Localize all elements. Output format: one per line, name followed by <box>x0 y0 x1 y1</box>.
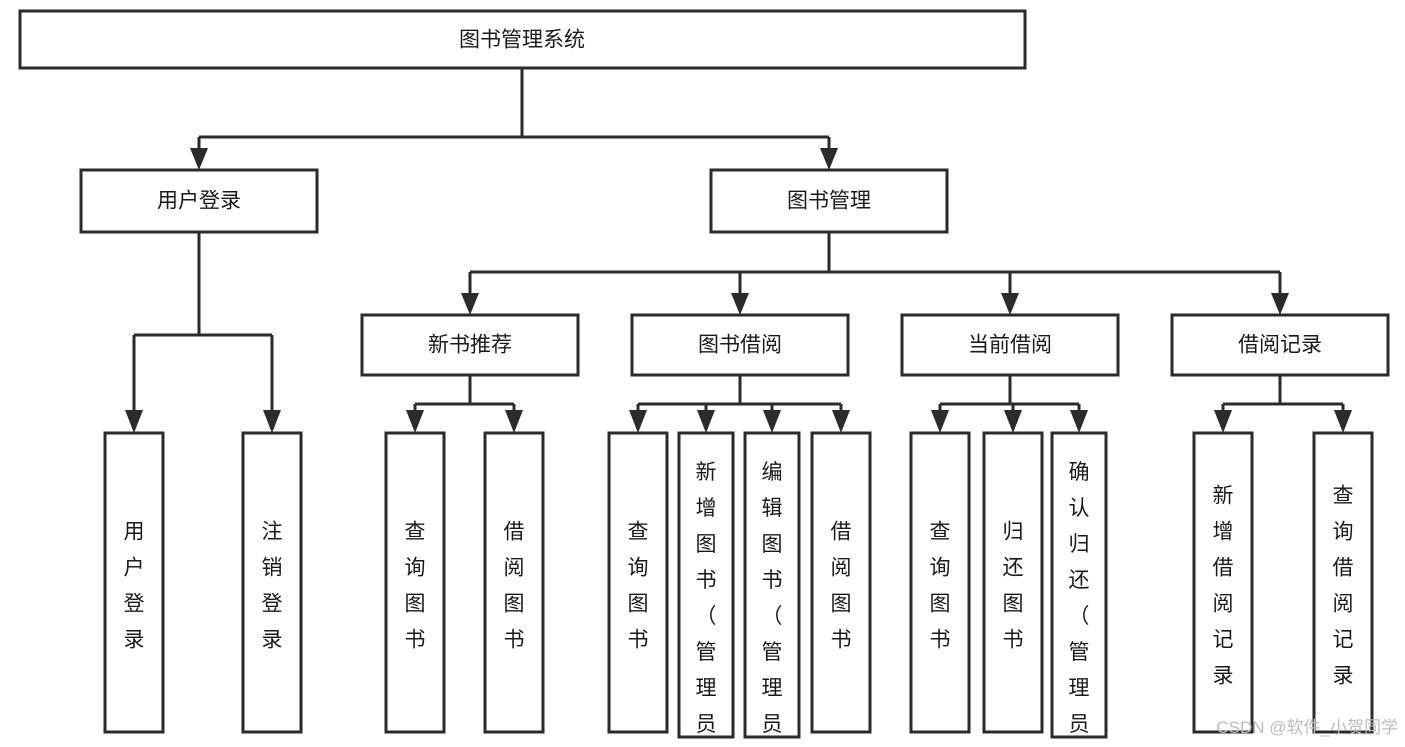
node-new-book-recommend-label: 新书推荐 <box>428 334 512 357</box>
node-leaf-user-login[interactable]: 用户登录 <box>103 431 165 734</box>
node-leaf-add-record-label: 新增借阅记录 <box>1213 485 1234 688</box>
arrow-to-user-login <box>190 148 208 170</box>
node-leaf-add-book-label: 新增图书（管理员） <box>696 461 717 747</box>
node-book-manage[interactable]: 图书管理 <box>709 168 949 234</box>
node-user-login[interactable]: 用户登录 <box>79 168 319 234</box>
arrow-to-book-borrow <box>731 293 749 315</box>
arrow-to-leaf-user-login <box>125 410 143 433</box>
edges-layer <box>125 68 1352 433</box>
node-leaf-logout[interactable]: 注销登录 <box>241 431 303 734</box>
node-current-borrow-label: 当前借阅 <box>968 334 1052 357</box>
node-leaf-add-record[interactable]: 新增借阅记录 <box>1192 431 1254 734</box>
nodes-layer: 图书管理系统 用户登录 图书管理 新书推荐 图书借阅 当前 <box>18 9 1390 747</box>
node-leaf-return-book-label: 归还图书 <box>1003 521 1024 652</box>
node-new-book-recommend[interactable]: 新书推荐 <box>360 313 580 377</box>
arrow-to-leaf-edit-book <box>763 410 781 433</box>
node-book-manage-label: 图书管理 <box>787 190 871 213</box>
node-leaf-borrow-book-rec[interactable]: 借阅图书 <box>483 431 545 734</box>
arrow-to-leaf-return-book <box>1004 410 1022 433</box>
arrow-to-leaf-borrow-book <box>832 410 850 433</box>
node-leaf-borrow-book-rec-label: 借阅图书 <box>504 521 525 652</box>
arrow-to-new-book-recommend <box>461 293 479 315</box>
node-book-borrow-label: 图书借阅 <box>698 334 782 357</box>
leaf-nodes-layer: 用户登录 注销登录 查询图书 借阅图书 查询图书 新增图书（管理员） 编辑图书（管理员） 借阅… <box>103 431 1374 747</box>
arrow-to-leaf-add-record <box>1214 410 1232 433</box>
node-current-borrow[interactable]: 当前借阅 <box>900 313 1120 377</box>
node-leaf-confirm-return[interactable]: 确认归还（管理员） <box>1050 431 1108 747</box>
node-leaf-borrow-book[interactable]: 借阅图书 <box>810 431 872 734</box>
node-leaf-user-login-label: 用户登录 <box>124 521 145 652</box>
arrow-to-current-borrow <box>1001 293 1019 315</box>
node-root-label: 图书管理系统 <box>459 29 585 52</box>
csdn-watermark: CSDN @软件_小贺同学 <box>1216 718 1398 737</box>
node-leaf-query-book-rec-label: 查询图书 <box>405 521 426 652</box>
arrow-to-leaf-borrow-book-rec <box>505 410 523 433</box>
arrow-to-leaf-query-book-rec <box>406 410 424 433</box>
arrow-to-leaf-confirm-return <box>1070 410 1088 433</box>
node-leaf-query-book-borrow-label: 查询图书 <box>628 521 649 652</box>
node-leaf-borrow-book-label: 借阅图书 <box>831 521 852 652</box>
arrow-to-leaf-add-book <box>697 410 715 433</box>
node-leaf-query-book-cur-label: 查询图书 <box>930 521 951 652</box>
node-leaf-query-book-cur[interactable]: 查询图书 <box>909 431 971 734</box>
node-leaf-query-record-label: 查询借阅记录 <box>1333 485 1354 688</box>
node-borrow-record-label: 借阅记录 <box>1238 334 1322 357</box>
node-leaf-return-book[interactable]: 归还图书 <box>982 431 1044 734</box>
arrow-to-leaf-logout <box>263 410 281 433</box>
arrow-to-leaf-query-book-cur <box>931 410 949 433</box>
node-book-borrow[interactable]: 图书借阅 <box>630 313 850 377</box>
node-user-login-label: 用户登录 <box>157 190 241 213</box>
node-leaf-query-book-borrow[interactable]: 查询图书 <box>607 431 669 734</box>
node-leaf-logout-label: 注销登录 <box>262 521 283 652</box>
node-leaf-query-record[interactable]: 查询借阅记录 <box>1312 431 1374 734</box>
node-root[interactable]: 图书管理系统 <box>18 9 1027 70</box>
arrow-to-leaf-query-record <box>1334 410 1352 433</box>
node-borrow-record[interactable]: 借阅记录 <box>1170 313 1390 377</box>
node-leaf-edit-book[interactable]: 编辑图书（管理员） <box>743 431 801 747</box>
arrow-to-borrow-record <box>1271 293 1289 315</box>
node-leaf-confirm-return-label: 确认归还（管理员） <box>1069 461 1090 747</box>
node-leaf-edit-book-label: 编辑图书（管理员） <box>762 461 783 747</box>
arrow-to-leaf-query-book-borrow <box>629 410 647 433</box>
node-leaf-query-book-rec[interactable]: 查询图书 <box>384 431 446 734</box>
arrow-to-book-manage <box>820 148 838 170</box>
node-leaf-add-book[interactable]: 新增图书（管理员） <box>677 431 735 747</box>
